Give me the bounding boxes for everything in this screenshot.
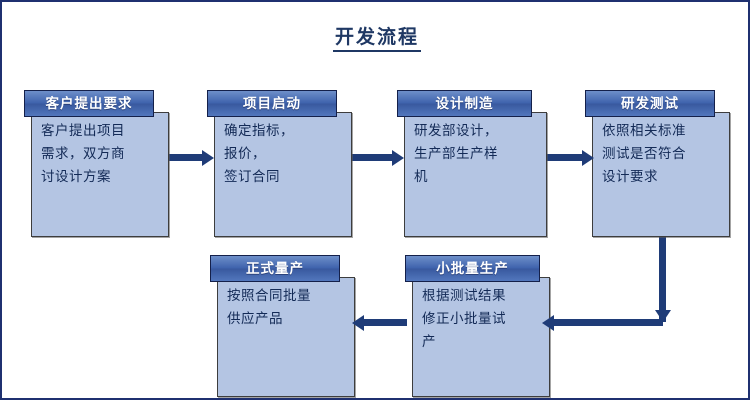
connector-small-batch-to-mass-production [362,319,407,326]
arrowhead-design-to-test [582,149,594,166]
page-title-text: 开发流程 [332,26,421,52]
connector-test-to-small-batch-horizontal [550,319,663,326]
arrowhead-requirement-to-kickoff [202,149,214,166]
node-requirement-body: 客户提出项目 需求，双方商 讨设计方案 [31,112,169,237]
node-mass-production-body-text: 按照合同批量 供应产品 [227,288,311,327]
node-kickoff-body: 确定指标， 报价， 签订合同 [214,112,352,237]
node-design-manufacture-body-text: 研发部设计， 生产部生产样 机 [414,123,498,185]
node-small-batch-header-label: 小批量生产 [436,261,509,277]
node-kickoff-header-label: 项目启动 [243,96,301,112]
node-rd-test-body: 依照相关标准 测试是否符合 设计要求 [592,112,730,237]
node-requirement-header-label: 客户提出要求 [45,96,133,112]
node-small-batch-header: 小批量生产 [405,255,540,282]
node-rd-test-header: 研发测试 [585,90,715,117]
node-design-manufacture-header: 设计制造 [397,90,532,117]
arrowhead-small-batch-to-mass-production [352,314,364,331]
node-kickoff-body-text: 确定指标， 报价， 签订合同 [224,123,294,185]
node-small-batch-body-text: 根据测试结果 修正小批量试 产 [422,288,506,350]
arrowhead-into-small-batch [542,314,554,331]
node-kickoff-header: 项目启动 [207,90,337,117]
node-design-manufacture-body: 研发部设计， 生产部生产样 机 [404,112,547,237]
arrowhead-test-to-small-batch [654,310,671,322]
connector-kickoff-to-design [352,154,397,161]
connector-requirement-to-kickoff [162,154,207,161]
page-title: 开发流程 [2,22,748,52]
node-requirement-body-text: 客户提出项目 需求，双方商 讨设计方案 [41,123,125,185]
node-mass-production-body: 按照合同批量 供应产品 [217,277,355,397]
connector-test-to-small-batch-vertical [659,215,666,322]
connector-design-to-test [547,154,587,161]
node-small-batch-body: 根据测试结果 修正小批量试 产 [412,277,550,397]
node-design-manufacture-header-label: 设计制造 [435,96,494,112]
node-mass-production-header-label: 正式量产 [246,261,304,277]
arrowhead-kickoff-to-design [392,149,404,166]
node-rd-test-body-text: 依照相关标准 测试是否符合 设计要求 [602,123,686,185]
node-mass-production-header: 正式量产 [210,255,340,282]
node-requirement-header: 客户提出要求 [24,90,154,117]
node-rd-test-header-label: 研发测试 [621,96,679,112]
